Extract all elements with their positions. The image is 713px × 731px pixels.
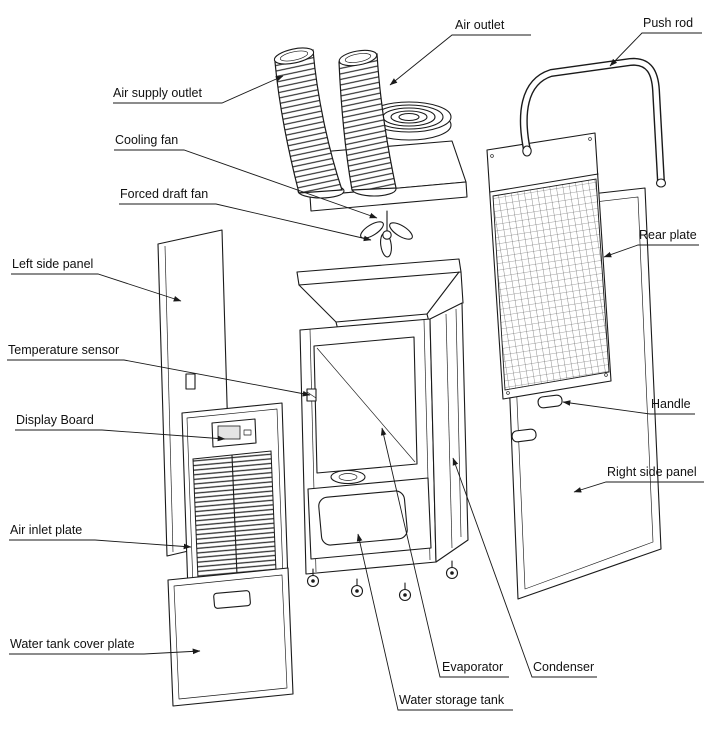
leader-evaporator: [380, 427, 509, 678]
handle-cutout-upper: [537, 394, 563, 409]
main-body: [296, 258, 469, 602]
label-right-side-panel: Right side panel: [607, 465, 697, 479]
hose-right: [338, 49, 397, 191]
label-water-tank-cover-plate: Water tank cover plate: [10, 637, 135, 651]
fan-opening: [330, 469, 366, 485]
cover-handle-cutout: [213, 590, 251, 609]
label-forced-draft-fan: Forced draft fan: [120, 187, 208, 201]
air-supply-hoses: [273, 47, 397, 199]
label-cooling-fan: Cooling fan: [115, 133, 178, 147]
label-left-side-panel: Left side panel: [12, 257, 93, 271]
condenser: [445, 308, 462, 549]
water-storage-tank: [307, 477, 432, 560]
hose-left: [273, 47, 343, 194]
display-board: [211, 418, 257, 448]
label-evaporator: Evaporator: [442, 660, 503, 674]
caster-icon: [445, 560, 459, 580]
leader-water-storage-tank: [356, 533, 513, 711]
push-rod: [519, 57, 667, 188]
front-panel-assembly: [181, 402, 289, 593]
label-handle: Handle: [651, 397, 691, 411]
rear-plate: [486, 132, 612, 400]
leader-condenser: [452, 457, 597, 678]
leader-right-side-panel: [573, 481, 704, 493]
leader-air-outlet: [389, 34, 531, 86]
caster-icon: [398, 582, 412, 602]
leader-lines: [7, 32, 704, 711]
caster-icon: [350, 578, 364, 598]
evaporator: [313, 336, 418, 474]
air-outlet-coil: [366, 101, 452, 141]
leader-handle: [562, 400, 695, 415]
caster-icon: [306, 568, 320, 588]
label-air-outlet: Air outlet: [455, 18, 505, 32]
label-push-rod: Push rod: [643, 16, 693, 30]
label-display-board: Display Board: [16, 413, 94, 427]
leader-forced-draft-fan: [119, 203, 372, 242]
label-condenser: Condenser: [533, 660, 594, 674]
air-inlet-grille: [192, 450, 277, 580]
leader-display-board: [15, 429, 226, 442]
label-air-supply-outlet: Air supply outlet: [113, 86, 202, 100]
leader-air-inlet-plate: [9, 539, 192, 550]
part-labels: Air supply outlet Air outlet Push rod Co…: [8, 16, 697, 707]
handle-cutout-lower: [511, 428, 537, 443]
leader-left-side-panel: [11, 273, 182, 302]
leader-push-rod: [609, 32, 702, 67]
leader-cooling-fan: [114, 149, 378, 219]
leader-water-tank-cover-plate: [9, 648, 201, 655]
label-air-inlet-plate: Air inlet plate: [10, 523, 82, 537]
label-rear-plate: Rear plate: [639, 228, 697, 242]
leader-air-supply-outlet: [113, 75, 284, 104]
label-water-storage-tank: Water storage tank: [399, 693, 505, 707]
panel-cutout: [185, 373, 196, 390]
leader-rear-plate: [603, 244, 699, 258]
leader-temperature-sensor: [7, 359, 311, 397]
water-tank-cover-plate: [167, 567, 294, 707]
label-temperature-sensor: Temperature sensor: [8, 343, 119, 357]
forced-draft-fan: [360, 210, 413, 258]
casters: [306, 560, 459, 602]
